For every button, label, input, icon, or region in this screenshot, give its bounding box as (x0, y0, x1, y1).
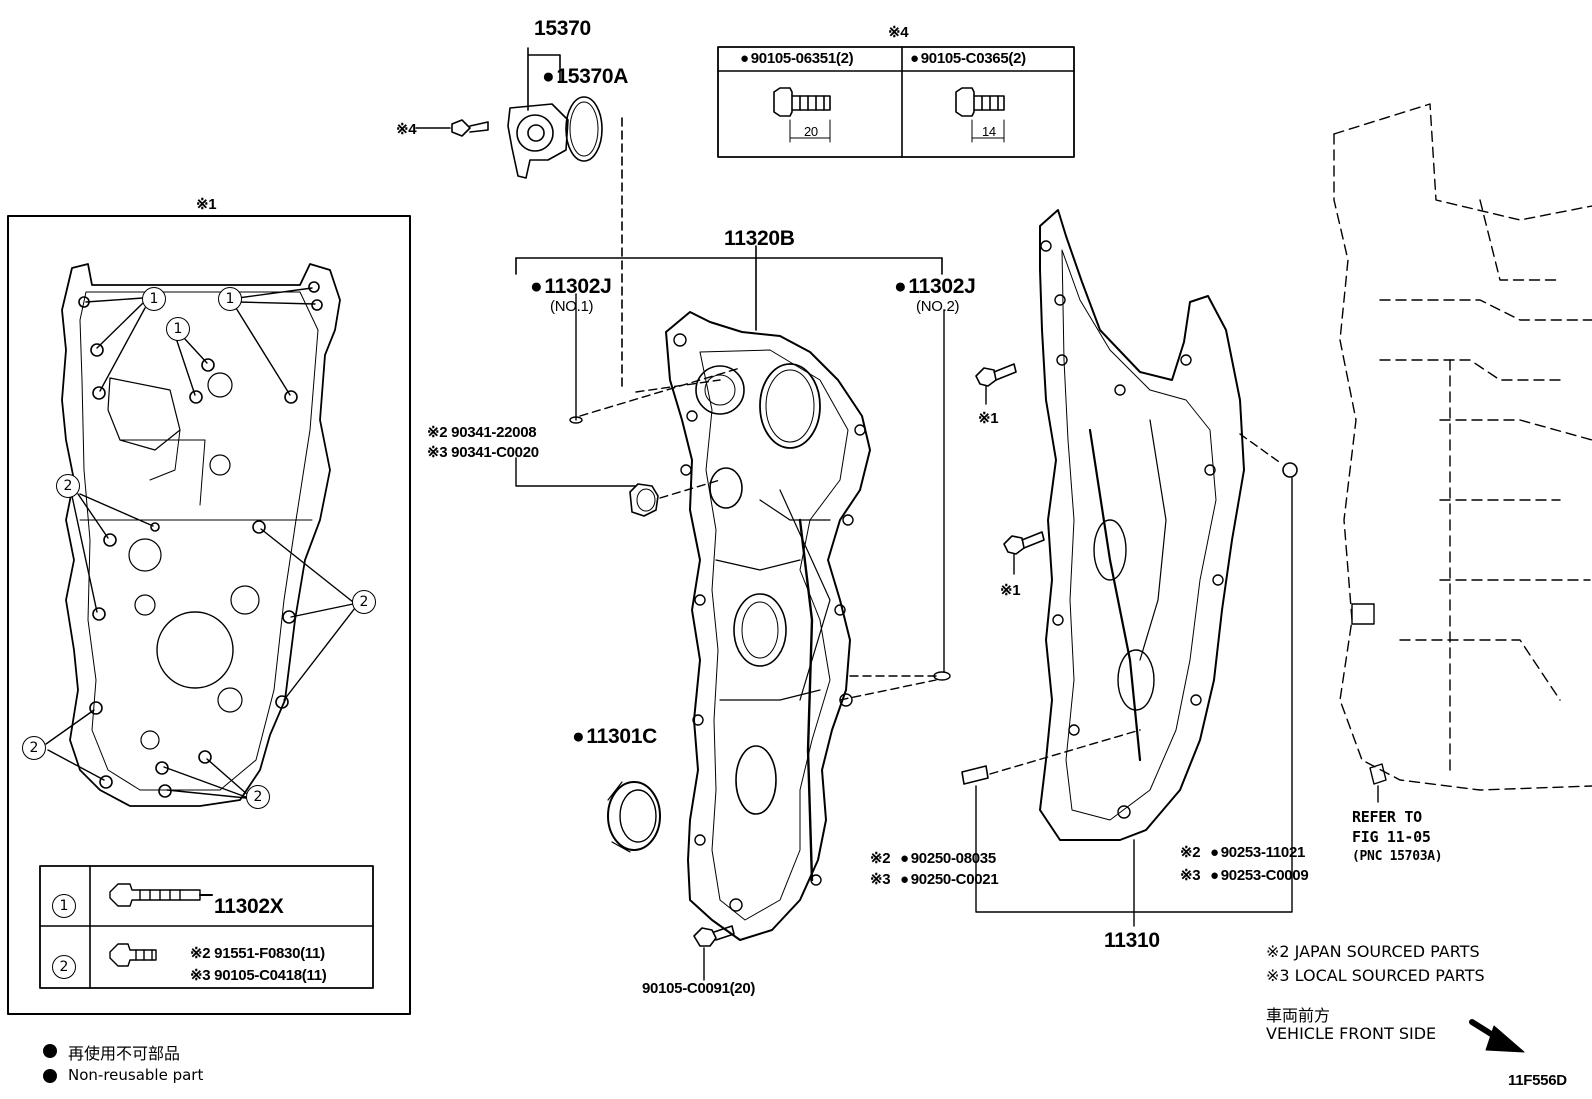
callout-2: 2 (246, 785, 270, 809)
label-11320B: 11320B (724, 227, 795, 250)
callout-2: 2 (22, 736, 46, 760)
callout-2: 2 (56, 474, 80, 498)
front-arrow-head (1485, 1025, 1525, 1053)
bolt-table-col1: 90105-06351(2) (740, 50, 854, 68)
callout-2: 2 (352, 590, 376, 614)
label-no2: (NO.2) (916, 298, 960, 315)
bolt-table (717, 46, 1075, 158)
inset-row1-part: 11302X (214, 895, 284, 918)
note-front-en: VEHICLE FRONT SIDE (1266, 1024, 1437, 1043)
refer-line-2: FIG 11-05 (1352, 828, 1431, 846)
label-90250-mark-x3: ※3 (870, 871, 891, 888)
label-90250-mark-x2: ※2 (870, 850, 891, 867)
refer-line-3: (PNC 15703A) (1352, 849, 1443, 864)
label-15370: 15370 (534, 17, 591, 40)
callout-1: 1 (218, 287, 242, 311)
bolt-table-dim1: 20 (804, 124, 818, 139)
label-90105-C0091: 90105-C0091(20) (642, 980, 756, 997)
legend-dot-2 (43, 1069, 57, 1083)
part-11310 (961, 209, 1298, 927)
note-japan-sourced: ※2 JAPAN SOURCED PARTS (1266, 942, 1480, 961)
diagram-code: 11F556D (1508, 1072, 1567, 1089)
callout-1: 1 (142, 287, 166, 311)
label-90250-C0021: 90250-C0021 (900, 871, 999, 889)
label-90341-C0020: ※3 90341-C0020 (427, 444, 539, 461)
part-11320B (515, 245, 951, 981)
callout-1: 1 (166, 317, 190, 341)
label-15370A: 15370A (542, 66, 628, 88)
label-x4-table: ※4 (888, 24, 909, 41)
label-90250-08035: 90250-08035 (900, 850, 996, 868)
refer-line-1: REFER TO (1352, 808, 1422, 826)
label-x1-inset: ※1 (196, 196, 217, 213)
legend-nonreuse-en: Non-reusable part (68, 1066, 204, 1084)
inset-row2-num: 2 (52, 955, 76, 979)
engine-block (1333, 103, 1592, 791)
note-front-jp: 車両前方 (1266, 1006, 1331, 1025)
engine-detail (1351, 603, 1387, 803)
part-15370 (415, 47, 623, 389)
label-11302J-no2: 11302J (894, 276, 975, 298)
label-90253-C0009: 90253-C0009 (1210, 867, 1309, 885)
label-90341-22008: ※2 90341-22008 (427, 424, 537, 441)
inset-row1-num: 1 (52, 894, 76, 918)
bolt-table-dim2: 14 (982, 124, 996, 139)
label-x4-bolt: ※4 (396, 121, 417, 138)
label-90253-mark-x2: ※2 (1180, 844, 1201, 861)
label-90253-mark-x3: ※3 (1180, 867, 1201, 884)
inset-row2-part-b: ※3 90105-C0418(11) (190, 967, 327, 984)
label-11301C: 11301C (572, 726, 657, 748)
label-no1: (NO.1) (550, 298, 594, 315)
legend-dot-1 (43, 1044, 57, 1058)
label-11310: 11310 (1104, 929, 1160, 952)
inset-box (7, 215, 411, 1015)
note-local-sourced: ※3 LOCAL SOURCED PARTS (1266, 966, 1485, 985)
legend-nonreuse-jp: 再使用不可部品 (68, 1044, 181, 1063)
label-11302J-no1: 11302J (530, 276, 611, 298)
bolt-table-col2: 90105-C0365(2) (910, 50, 1026, 68)
label-x1-bolt-mid: ※1 (1000, 582, 1021, 599)
inset-row2-part-a: ※2 91551-F0830(11) (190, 945, 325, 962)
label-90253-11021: 90253-11021 (1210, 844, 1306, 862)
label-x1-bolt-top: ※1 (978, 410, 999, 427)
